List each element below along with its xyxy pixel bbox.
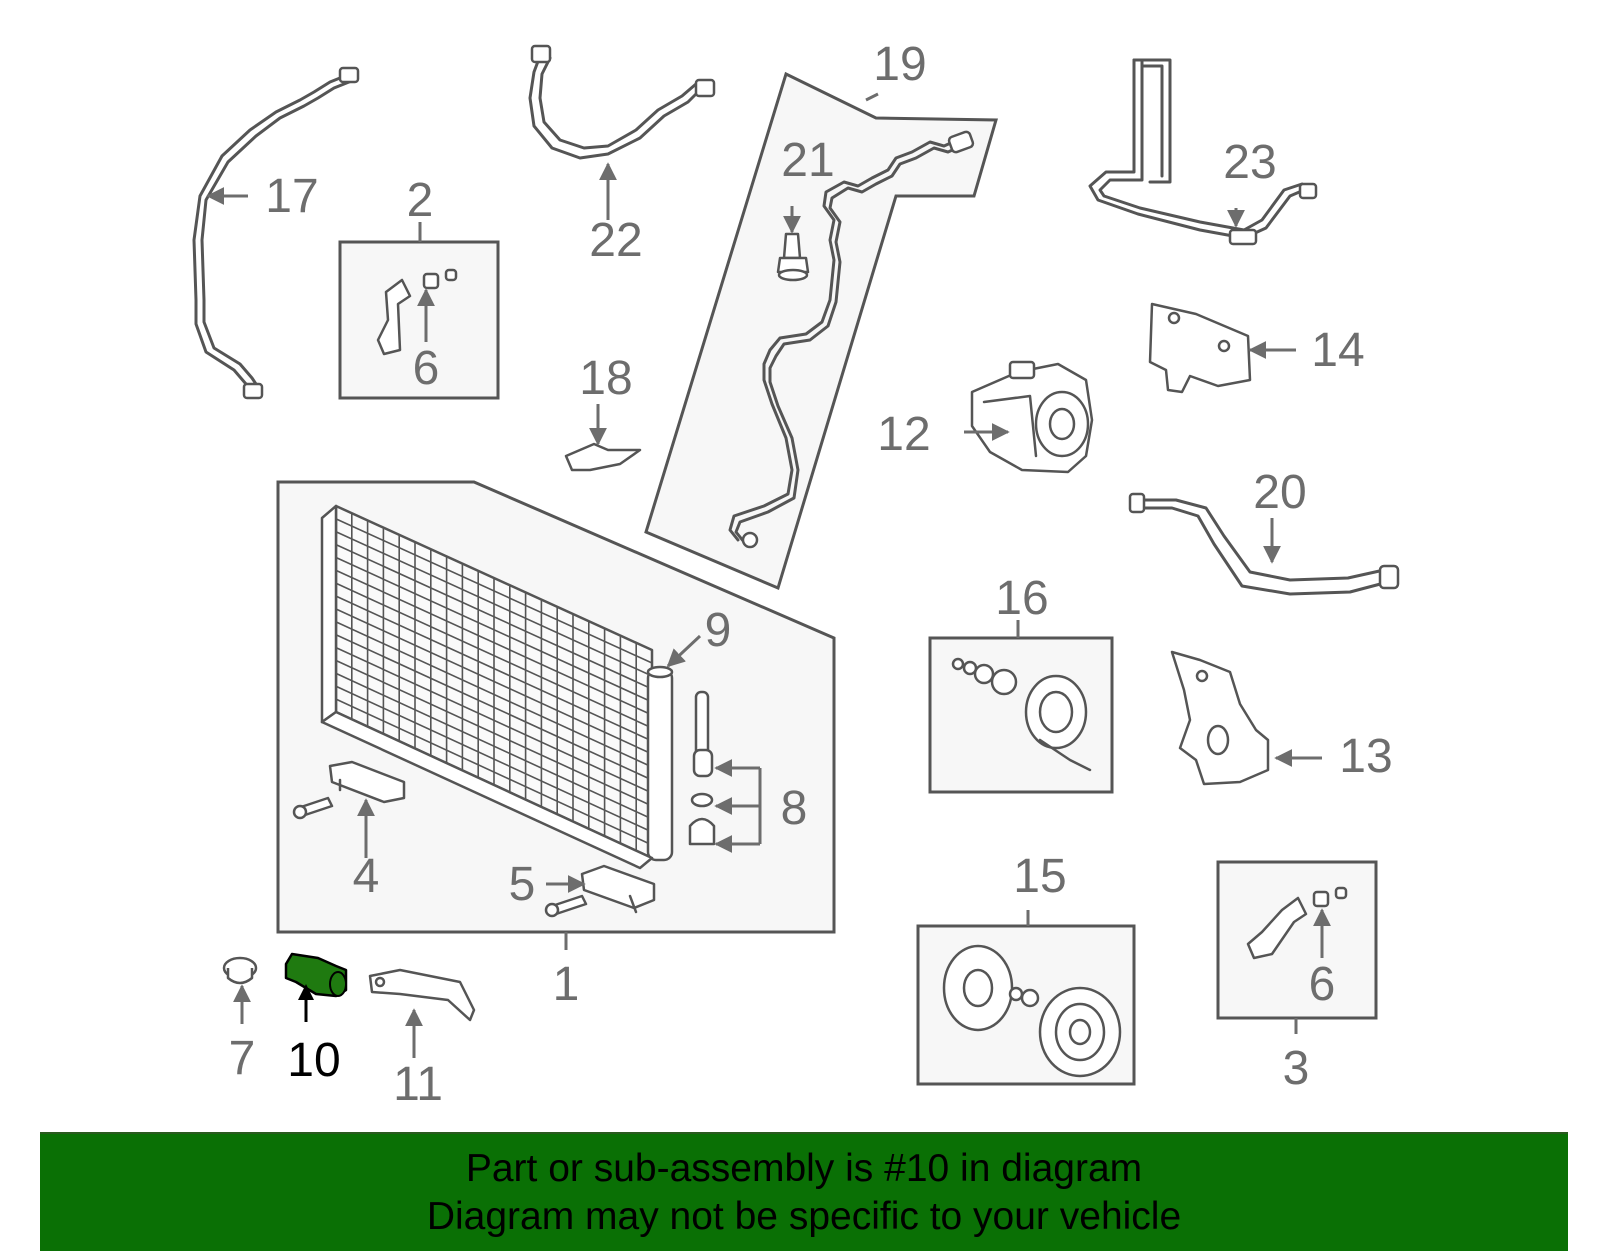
box-2-group [338,240,500,400]
condenser-grid-hline [335,659,653,807]
condenser-grid-hline [335,646,653,794]
condenser-grid-lines [335,513,653,851]
callout-15: 15 [1013,850,1066,903]
callout-5: 5 [509,858,536,911]
callout-13: 13 [1339,730,1392,783]
hose-22 [528,44,716,160]
condenser-grid-hline [335,595,653,742]
box-3-group [1216,860,1378,1020]
highlighted-part-10[interactable] [284,952,348,998]
bracket-14 [1148,302,1252,394]
callout-3: 3 [1283,1042,1310,1095]
receiver-parts-8 [688,690,716,846]
callout-21: 21 [781,134,834,187]
condenser-grid-hline [335,543,653,690]
callout-19: 19 [873,38,926,91]
condenser-grid-hline [335,531,653,677]
callout-8: 8 [781,782,808,835]
condenser-assembly-group [276,480,836,934]
callout-23: 23 [1223,136,1276,189]
condenser-grid-hline [335,621,653,768]
condenser-grid-hline [335,582,653,729]
condenser-grid-hline [335,569,653,716]
bracket-4 [292,760,406,820]
callout-14: 14 [1311,324,1364,377]
bracket-11 [368,968,476,1022]
banner-line-1: Part or sub-assembly is #10 in diagram [465,1146,1143,1190]
callout-2: 2 [407,174,434,227]
hose-17 [192,66,360,400]
callout-6b: 6 [1309,958,1336,1011]
cap-7 [222,956,258,985]
condenser-grid-hline [335,698,653,846]
box-15-group [916,924,1136,1086]
callout-6a: 6 [413,342,440,395]
box-3 [1216,860,1378,1020]
callout-11: 11 [393,1058,443,1111]
condenser-grid-hline [335,556,653,703]
callout-18: 18 [579,352,632,405]
banner-line-2: Diagram may not be specific to your vehi… [426,1194,1182,1238]
info-banner: Part or sub-assembly is #10 in diagram D… [40,1132,1568,1251]
condenser-grid-hline [335,672,653,820]
compressor-12 [970,360,1094,474]
condenser-grid-hline [335,518,653,664]
box-2 [338,240,500,400]
callout-16: 16 [995,572,1048,625]
callout-22: 22 [589,214,642,267]
callout-1: 1 [553,958,580,1011]
callout-4: 4 [353,850,380,903]
callout-12: 12 [877,408,930,461]
pressure-sensor-21 [776,232,810,282]
pipe-20 [1128,492,1400,596]
callout-10: 10 [287,1034,340,1087]
leader-lines [206,92,1331,1058]
condenser-grid-hline [335,685,653,833]
callout-labels: 1 2 3 4 5 6 6 7 8 9 10 11 12 13 14 15 16… [229,38,1393,1111]
callout-7: 7 [229,1032,256,1085]
condenser-grid-hline [335,608,653,755]
callout-9: 9 [705,604,732,657]
condenser-core [320,504,674,870]
condenser-grid-hline [335,634,653,781]
pad-18 [564,442,642,472]
callout-20: 20 [1253,466,1306,519]
bracket-13 [1170,650,1270,786]
pipe-assembly-group [644,71,998,591]
callout-17: 17 [265,170,318,223]
box-16-group [928,636,1114,794]
pipe-23 [1088,58,1318,246]
